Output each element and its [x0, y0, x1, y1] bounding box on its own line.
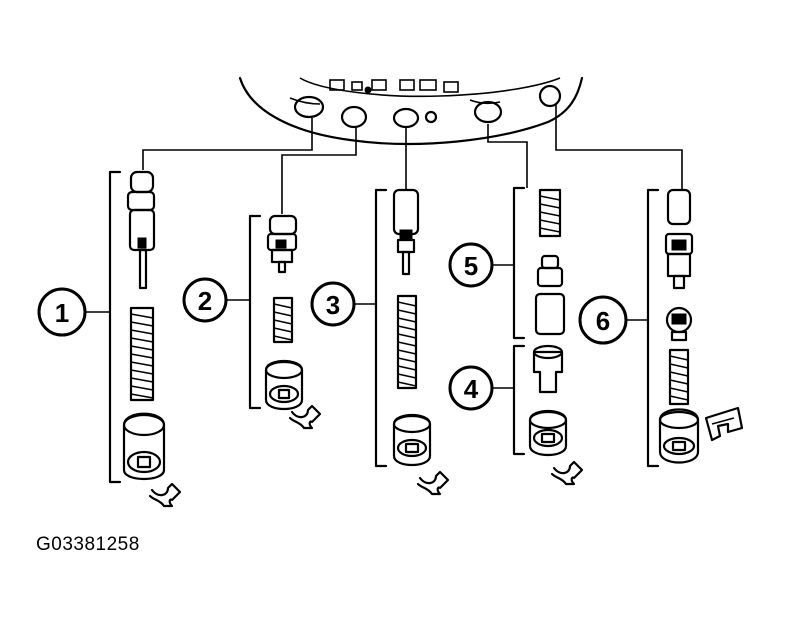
callout-1: 1: [37, 287, 87, 337]
component-group-1: [85, 170, 182, 508]
callout-label-3: 3: [326, 290, 340, 320]
component-group-4: [492, 344, 584, 486]
callout-3: 3: [310, 281, 356, 327]
spring-1: [129, 306, 155, 402]
callout-6: 6: [578, 295, 628, 345]
spring-2: [272, 296, 294, 344]
component-group-6: [626, 188, 744, 468]
spring-5: [538, 188, 562, 238]
callout-label-2: 2: [198, 286, 212, 316]
callout-label-6: 6: [596, 306, 610, 336]
callout-5: 5: [448, 242, 494, 288]
component-group-5: [492, 186, 566, 340]
component-group-3: [354, 188, 450, 496]
callout-label-1: 1: [55, 298, 69, 328]
callout-2: 2: [182, 277, 228, 323]
callout-label-4: 4: [464, 374, 479, 404]
component-group-2: [226, 214, 322, 430]
figure-id: G03381258: [36, 534, 140, 555]
callout-4: 4: [448, 365, 494, 411]
valve-body-casting: [238, 76, 584, 146]
callout-label-5: 5: [464, 251, 478, 281]
retaining-clip-6: [704, 406, 744, 442]
leader-lines: [142, 104, 683, 214]
spring-6: [668, 348, 690, 406]
spring-3: [396, 294, 418, 390]
